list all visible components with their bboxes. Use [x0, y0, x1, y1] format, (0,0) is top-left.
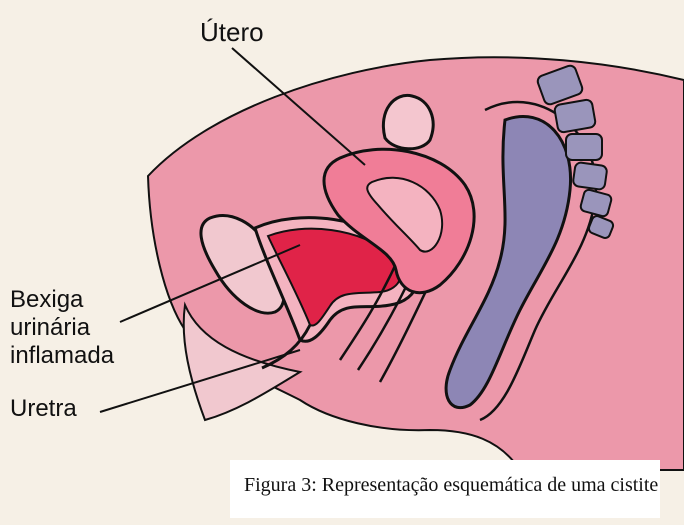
figure-caption: Figura 3: Representação esquemática de u… — [230, 460, 660, 518]
label-bexiga-line3: inflamada — [10, 342, 114, 370]
ovary — [383, 95, 433, 148]
label-bexiga-urinaria-inflamada: Bexiga urinária inflamada — [10, 286, 114, 370]
label-bexiga-line1: Bexiga — [10, 286, 114, 314]
label-utero: Útero — [200, 18, 264, 46]
label-uretra: Uretra — [10, 395, 77, 423]
label-bexiga-line2: urinária — [10, 314, 114, 342]
